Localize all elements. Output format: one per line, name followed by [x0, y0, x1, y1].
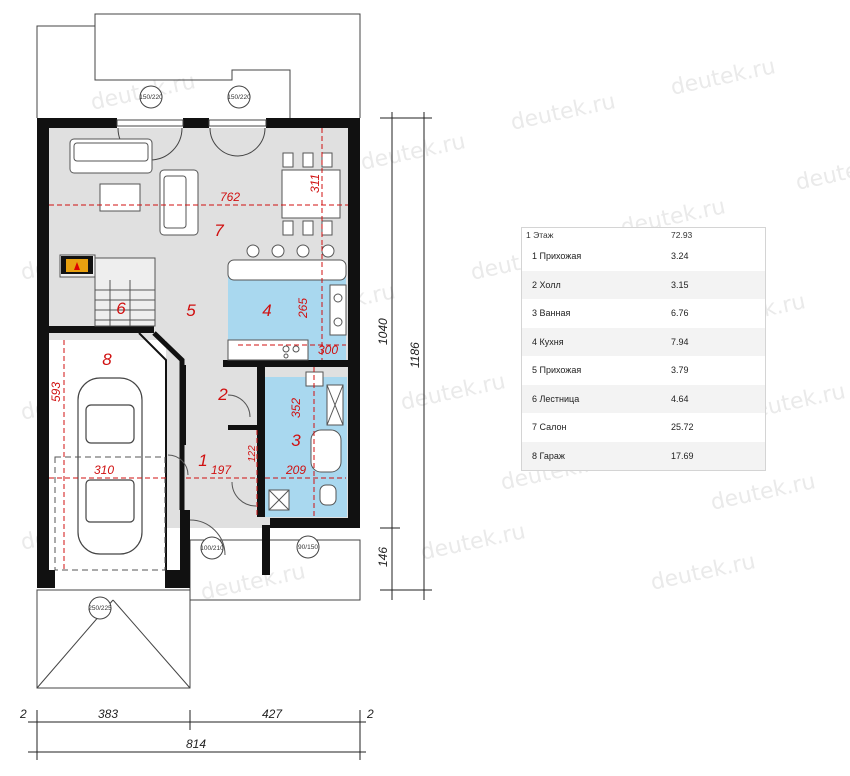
dim-garage-depth: 593	[49, 382, 63, 402]
dim-salon-width: 762	[220, 190, 240, 204]
room-name-cell: 2 Холл	[521, 270, 667, 299]
room-name-cell: 8 Гараж	[521, 441, 667, 471]
staircase	[95, 280, 155, 326]
door-swings	[167, 394, 257, 556]
room-name-cell: 6 Лестница	[521, 384, 667, 413]
opening-bath-window: 90/150	[298, 544, 318, 551]
dim-edge-right: 2	[366, 707, 374, 721]
room-area-cell: 3.15	[667, 270, 766, 299]
dim-right-main: 1040	[376, 318, 390, 345]
dim-salon-depth: 311	[308, 174, 322, 193]
dim-right-small: 146	[376, 547, 390, 567]
dim-kitchen-width: 300	[318, 343, 338, 357]
dim-closet-width: 122	[247, 445, 258, 462]
room-number-7: 7	[214, 221, 224, 240]
dim-bottom-right: 427	[262, 707, 283, 721]
total-area: 72.93	[671, 230, 693, 240]
dim-bath-width: 209	[285, 463, 306, 477]
furniture	[59, 138, 347, 361]
outer-dim-labels: 383 427 814 2 2 1040 1186 146	[19, 318, 422, 751]
opening-top-right: 150/220	[227, 94, 251, 101]
opening-garage-door: 250/225	[88, 605, 112, 612]
garage-wall	[152, 331, 185, 510]
room-number-6: 6	[116, 299, 126, 318]
room-area-cell: 3.79	[671, 365, 689, 376]
room-name-cell: 5 Прихожая	[532, 365, 582, 376]
inner-dim-lines	[49, 128, 348, 570]
room-number-4: 4	[262, 301, 271, 320]
room-name-cell: 1 Прихожая	[532, 251, 582, 262]
room-area-cell: 17.69	[667, 441, 766, 471]
room-number-5: 5	[186, 301, 196, 320]
opening-top-left: 150/220	[139, 94, 163, 101]
dim-hall-width: 197	[211, 463, 232, 477]
dim-edge-left: 2	[19, 707, 27, 721]
dim-right-total: 1186	[408, 342, 422, 368]
table-row: 1 Прихожая 3.24	[522, 242, 766, 271]
room-number-8: 8	[102, 350, 112, 369]
room-numbers: 1 2 3 4 5 6 7 8	[102, 221, 301, 470]
dim-kitchen-depth: 265	[296, 298, 310, 319]
car-icon	[77, 377, 143, 555]
table-row: 3 Ванная 6.76	[522, 299, 766, 328]
driveway	[36, 589, 191, 689]
room-name-cell: 4 Кухня	[521, 327, 667, 356]
dim-bath-depth: 352	[289, 398, 303, 418]
room-number-1: 1	[198, 451, 207, 470]
fireplace	[61, 256, 93, 274]
room-area-cell: 25.72	[671, 422, 694, 433]
garage-inner-wall	[138, 332, 167, 570]
room-area-cell: 4.64	[667, 384, 766, 413]
room-number-2: 2	[217, 385, 228, 404]
dim-garage-width: 310	[94, 463, 114, 477]
room-name-cell: 7 Салон	[532, 422, 567, 433]
opening-entry-door: 100/210	[200, 545, 224, 552]
table-header-row: 1 Этаж 72.93	[522, 228, 766, 243]
table-row: 7 Салон 25.72	[522, 413, 766, 442]
room-area-cell: 6.76	[671, 308, 689, 319]
dim-bottom-left: 383	[98, 707, 118, 721]
dim-bottom-total: 814	[186, 737, 206, 751]
room-number-3: 3	[291, 431, 301, 450]
garage-door-track	[54, 456, 166, 571]
room-area-cell: 3.24	[671, 251, 689, 262]
outer-dim-lines	[28, 112, 432, 760]
terrace-top	[36, 13, 361, 118]
floor-label: 1 Этаж	[526, 230, 554, 240]
table-row: 5 Прихожая 3.79	[522, 356, 766, 385]
room-area-cell: 7.94	[667, 327, 766, 356]
opening-markers	[88, 85, 320, 620]
inner-dim-labels: 762 311 265 300 352 209 197 122 593 310	[49, 174, 338, 477]
room-name-cell: 3 Ванная	[532, 308, 571, 319]
opening-texts: 150/220 150/220 90/150 100/210 250/225	[88, 94, 318, 612]
